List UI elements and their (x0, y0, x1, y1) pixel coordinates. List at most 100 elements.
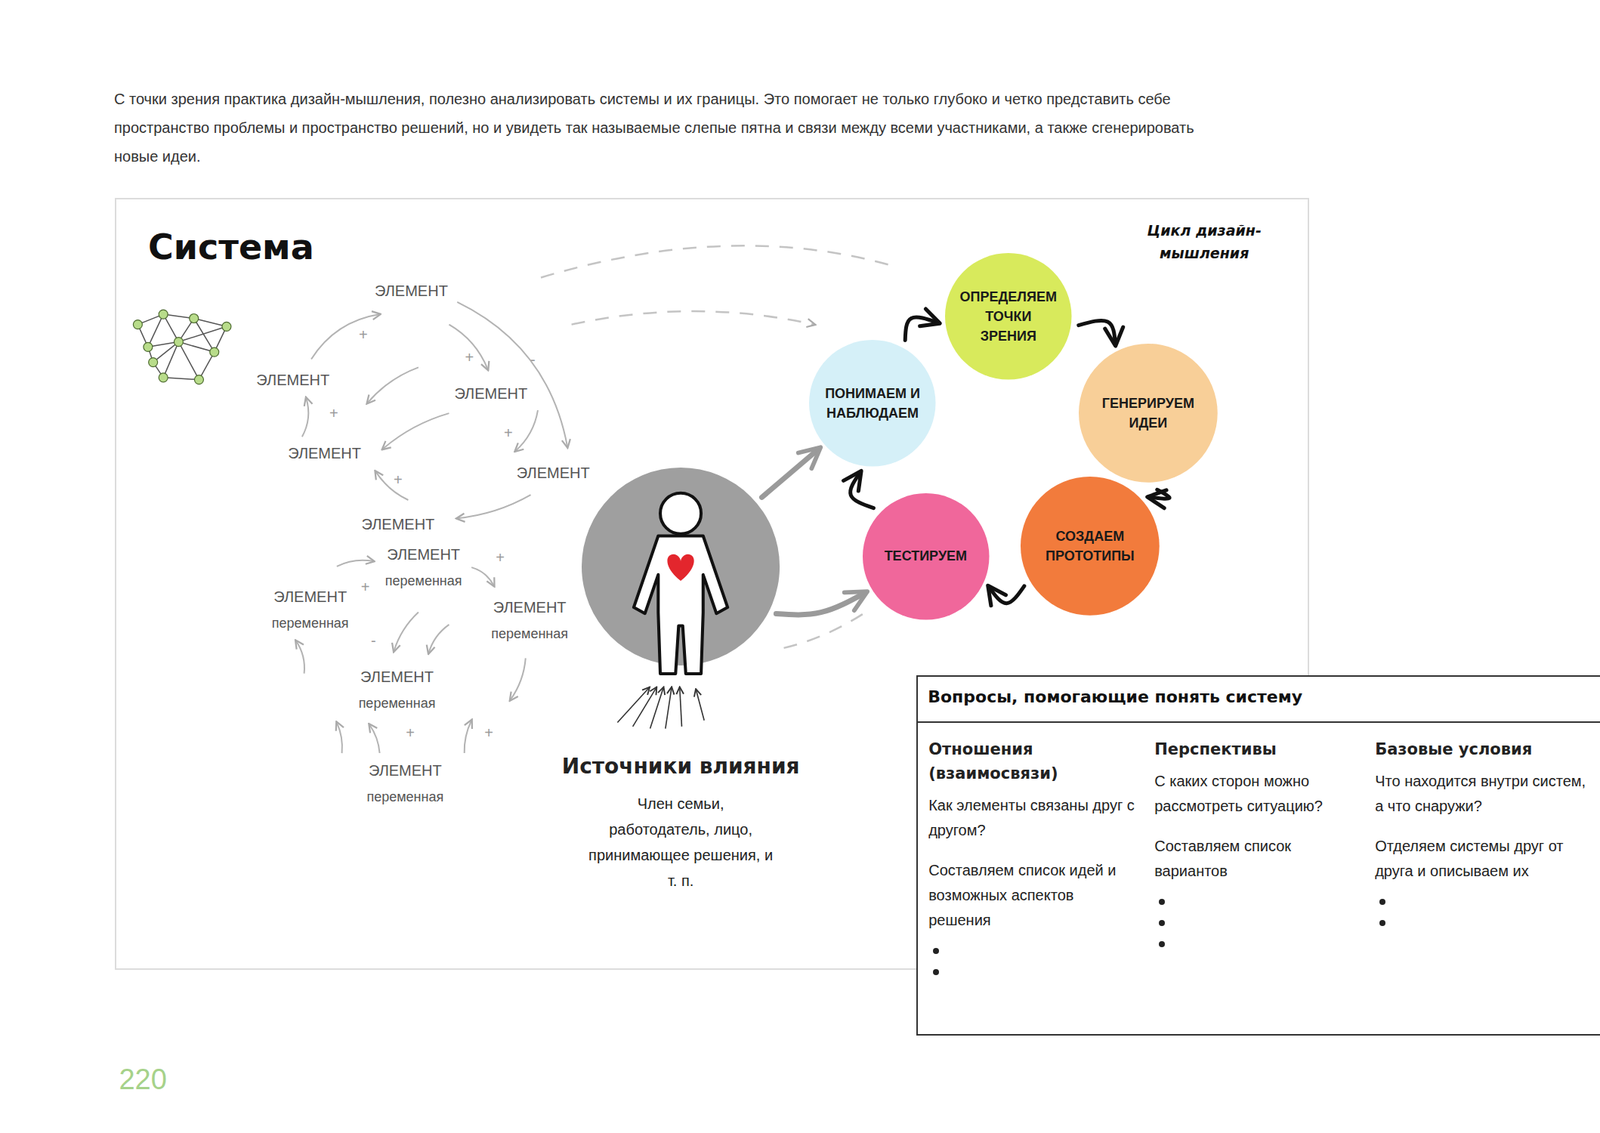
network-icon-line (178, 342, 199, 380)
element-link-arrow (296, 640, 305, 674)
cycle-arrow (1149, 489, 1170, 499)
column-question: Как элементы связаны друг с другом? (928, 793, 1140, 844)
node-shape (1078, 343, 1218, 483)
element-link-arrow (393, 612, 418, 652)
circle-fill (945, 253, 1072, 380)
phase-label: ТЕСТИРУЕМ (874, 546, 978, 566)
circle-fill (1020, 476, 1160, 616)
polarity-sign: - (530, 350, 536, 368)
variable-label: переменная (385, 572, 463, 589)
phase-circle: ТЕСТИРУЕМ (862, 493, 990, 621)
circle-fill (1078, 343, 1218, 483)
cycle-arrow (905, 317, 938, 340)
element-label: ЭЛЕМЕНТ (454, 385, 528, 403)
bullet (932, 948, 939, 955)
polarity-sign: + (503, 423, 513, 442)
phase-circle: ПОНИМАЕМ И НАБЛЮДАЕМ (809, 339, 936, 467)
phase-label: ПОНИМАЕМ И НАБЛЮДАЕМ (820, 383, 924, 424)
polarity-sign: + (495, 548, 505, 566)
variable-label: переменная (366, 789, 444, 806)
cycle-arrow (762, 448, 819, 498)
network-icon-node (158, 373, 168, 383)
network-icon-line (163, 342, 179, 378)
network-icon-line (178, 326, 226, 342)
bullet (1379, 898, 1386, 906)
column-task: Составляем список идей и возможных аспек… (928, 858, 1140, 933)
person-head (660, 493, 702, 535)
dashed-link (571, 311, 816, 325)
column-heading: Перспективы (1154, 737, 1366, 762)
cycle-arrow (988, 586, 1024, 604)
network-icon-node (158, 309, 168, 319)
circle-fill (809, 339, 936, 467)
network-icon-line (148, 314, 164, 347)
element-label: ЭЛЕМЕНТ (374, 282, 448, 300)
panel-column: Базовые условияЧто находится внутри сист… (1374, 737, 1594, 942)
network-icon-node (210, 347, 220, 357)
network-icon-node (189, 314, 199, 324)
column-heading: Базовые условия (1374, 737, 1594, 762)
bullet (1379, 920, 1386, 927)
element-link-arrow (383, 413, 450, 449)
panel-heading: Вопросы, помогающие понять систему (927, 687, 1303, 707)
influence-ray (650, 688, 665, 729)
node-shape (1020, 476, 1160, 616)
polarity-sign: + (484, 724, 494, 742)
element-link-arrow (510, 657, 526, 700)
person-body (633, 535, 728, 674)
column-task: Отделяем системы друг от друга и описыва… (1374, 833, 1594, 884)
dashed-link (540, 245, 899, 278)
element-link-arrow (515, 410, 538, 451)
bullet (1158, 941, 1165, 948)
element-link-arrow (311, 314, 380, 359)
element-link-arrow (448, 324, 488, 370)
cycle-arrow (850, 472, 875, 509)
influence-ray (665, 688, 672, 729)
variable-label: переменная (271, 615, 350, 632)
column-heading: Отношения (взаимосвязи) (928, 737, 1140, 786)
cycle-arrow (775, 593, 865, 615)
element-link-arrow (428, 624, 449, 654)
diagram-title: Система (148, 226, 315, 268)
network-icon-line (163, 377, 199, 380)
element-link-arrow (367, 367, 419, 403)
influence-ray (679, 688, 683, 727)
dashed-link (784, 612, 866, 649)
element-label: ЭЛЕМЕНТ (287, 444, 362, 462)
influence-heading: Источники влияния (562, 753, 800, 781)
intro-text: С точки зрения практика дизайн-мышления,… (114, 84, 1202, 171)
element-label: ЭЛЕМЕНТ (493, 598, 567, 616)
phase-circle: СОЗДАЕМ ПРОТОТИПЫ (1020, 476, 1160, 616)
circle-fill (581, 467, 780, 666)
element-link-arrow (336, 722, 343, 754)
network-icon-node (148, 358, 158, 368)
column-task: Составляем список вариантов (1154, 833, 1366, 884)
panel-column: ПерспективыС каких сторон можно рассмотр… (1154, 737, 1366, 963)
element-link-arrow (457, 494, 531, 519)
cycle-arrow (1078, 320, 1116, 344)
node-shape (581, 467, 780, 666)
page-number: 220 (118, 1063, 167, 1097)
phase-circle: ГЕНЕРИРУЕМ ИДЕИ (1078, 343, 1218, 483)
element-label: ЭЛЕМЕНТ (516, 463, 590, 482)
element-label: ЭЛЕМЕНТ (368, 762, 442, 780)
network-icon-node (173, 337, 183, 347)
polarity-sign: + (329, 404, 339, 423)
variable-label: переменная (358, 694, 436, 711)
bullet (932, 969, 939, 976)
polarity-sign: - (370, 632, 377, 650)
network-icon-node (194, 375, 204, 385)
polarity-sign: + (358, 326, 368, 344)
circle-fill (862, 493, 990, 621)
element-link-arrow (471, 567, 495, 586)
influence-ray (695, 689, 705, 721)
network-icon-node (143, 342, 153, 352)
node-shape (809, 339, 936, 467)
element-link-arrow (464, 720, 472, 754)
polarity-sign: + (361, 577, 371, 596)
phase-label: ГЕНЕРИРУЕМ ИДЕИ (1091, 393, 1206, 433)
influence-circle: Источники влиянияЧлен семьи, работодател… (581, 467, 780, 666)
person-heart (667, 554, 694, 581)
variable-label: переменная (491, 625, 569, 642)
